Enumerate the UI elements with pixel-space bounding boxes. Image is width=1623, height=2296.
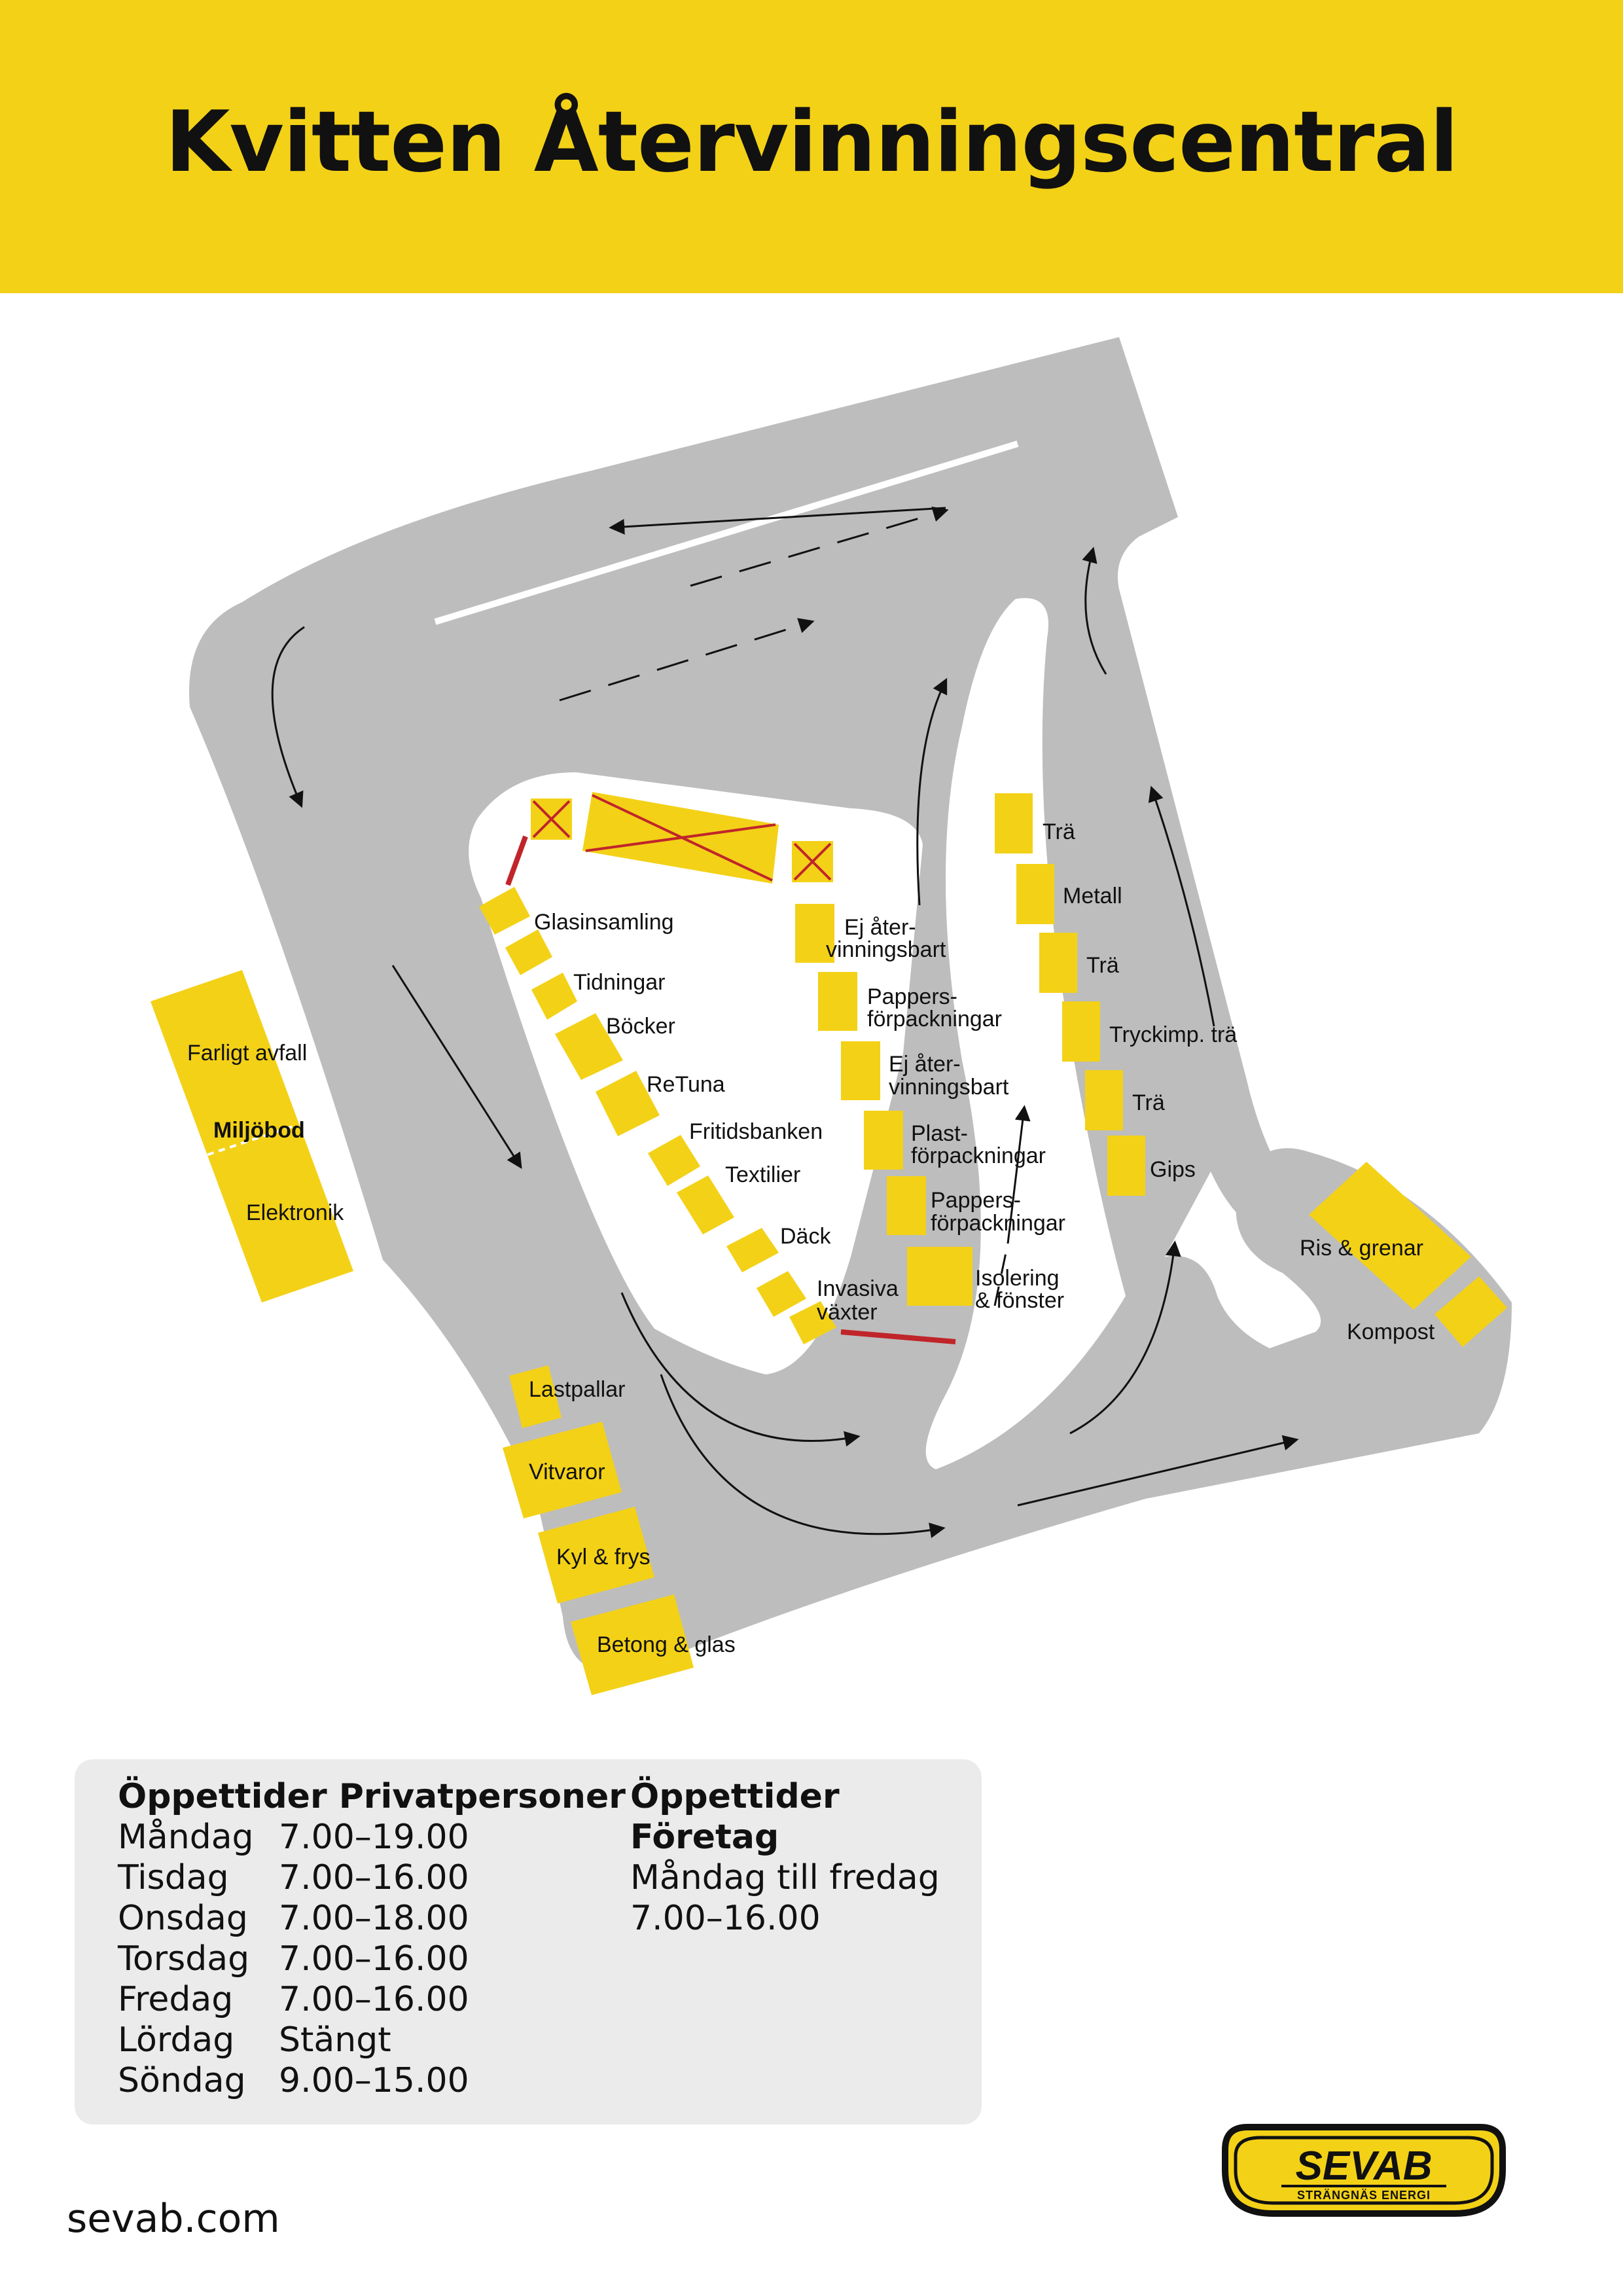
company-hours-heading: Öppettider Företag xyxy=(630,1777,840,1857)
miljobod-building xyxy=(151,970,353,1302)
label-betong-glas: Betong & glas xyxy=(597,1632,736,1657)
label-tra-2: Trä xyxy=(1086,953,1119,978)
bottom-containers xyxy=(503,1365,694,1695)
label-miljobod: Miljöbod xyxy=(213,1118,305,1143)
label-fritidsbanken: Fritidsbanken xyxy=(689,1119,823,1144)
label-pappersforpackningar-1a: Pappers- xyxy=(867,984,957,1009)
label-lastpallar: Lastpallar xyxy=(529,1377,625,1402)
label-ej-atervinningsbart-1a: Ej åter- xyxy=(844,915,916,940)
label-kyl-frys: Kyl & frys xyxy=(556,1545,651,1570)
label-vitvaror: Vitvaror xyxy=(529,1460,605,1484)
website-link[interactable]: sevab.com xyxy=(67,2196,280,2242)
lane-divider xyxy=(434,440,1019,625)
label-textilier: Textilier xyxy=(725,1162,800,1187)
company-time: 7.00–16.00 xyxy=(630,1899,821,1938)
label-gips: Gips xyxy=(1150,1157,1196,1182)
label-elektronik: Elektronik xyxy=(246,1200,344,1225)
label-invasiva-2: växter xyxy=(817,1300,878,1325)
label-plastforpackningar-a: Plast- xyxy=(911,1121,968,1146)
header-banner xyxy=(0,0,1623,293)
label-pappersforpackningar-2a: Pappers- xyxy=(931,1188,1021,1213)
right-row-containers xyxy=(995,793,1145,1196)
label-ej-atervinningsbart-2b: vinningsbart xyxy=(889,1075,1009,1100)
company-days: Måndag till fredag xyxy=(630,1858,940,1897)
label-invasiva-1: Invasiva xyxy=(817,1276,899,1301)
label-metall: Metall xyxy=(1063,884,1122,908)
label-farligt-avfall: Farligt avfall xyxy=(187,1041,307,1066)
page-title: Kvitten Återvinningscentral xyxy=(165,94,1458,191)
label-bocker: Böcker xyxy=(606,1014,675,1039)
label-tryckimp-tra: Tryckimp. trä xyxy=(1109,1022,1237,1047)
middle-row-containers xyxy=(795,904,972,1306)
label-tra-1: Trä xyxy=(1043,819,1075,844)
traffic-arrows xyxy=(271,506,1299,1538)
label-kompost: Kompost xyxy=(1347,1319,1435,1344)
label-tidningar: Tidningar xyxy=(573,970,665,995)
label-dack: Däck xyxy=(780,1224,831,1249)
label-plastforpackningar-b: förpackningar xyxy=(911,1143,1046,1168)
left-row-containers xyxy=(479,887,836,1344)
site-map: Glasinsamling Tidningar Böcker ReTuna Fr… xyxy=(151,337,1512,1695)
compost-area xyxy=(1309,1162,1507,1347)
label-isolering-b: & fönster xyxy=(975,1288,1064,1313)
label-retuna: ReTuna xyxy=(647,1072,725,1097)
label-isolering-a: Isolering xyxy=(975,1266,1060,1291)
company-hours: Öppettider Företag Måndag till fredag 7.… xyxy=(630,1776,982,1939)
svg-text:SEVAB: SEVAB xyxy=(1295,2144,1432,2189)
label-glasinsamling: Glasinsamling xyxy=(534,910,674,935)
closed-containers xyxy=(505,792,956,1344)
label-pappersforpackningar-1b: förpackningar xyxy=(867,1007,1002,1031)
label-pappersforpackningar-2b: förpackningar xyxy=(931,1211,1065,1236)
svg-text:STRÄNGNÄS ENERGI: STRÄNGNÄS ENERGI xyxy=(1297,2189,1431,2202)
private-hours-heading: Öppettider Privatpersoner xyxy=(118,1777,626,1816)
label-ej-atervinningsbart-1b: vinningsbart xyxy=(826,937,946,962)
sevab-logo: SEVAB STRÄNGNÄS ENERGI xyxy=(1222,2124,1506,2217)
label-tra-3: Trä xyxy=(1132,1090,1165,1115)
label-ej-atervinningsbart-2a: Ej åter- xyxy=(889,1052,961,1077)
label-ris-grenar: Ris & grenar xyxy=(1300,1236,1423,1261)
